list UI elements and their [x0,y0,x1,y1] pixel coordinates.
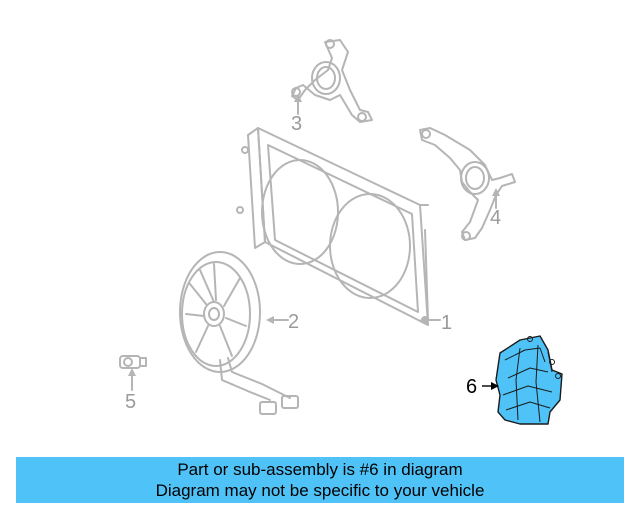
info-banner: Part or sub-assembly is #6 in diagram Di… [16,457,624,503]
callout-5: 5 [125,391,137,413]
callout-4: 4 [490,207,502,229]
banner-line-2: Diagram may not be specific to your vehi… [155,481,485,500]
parts-diagram [119,39,563,425]
fan-part-2 [179,251,299,415]
callout-3: 3 [291,113,303,135]
callout-2: 2 [288,311,300,333]
bracket-part-3 [291,39,373,123]
bracket-part-4 [419,127,516,241]
sensor-part-5 [119,355,147,369]
banner-line-1: Part or sub-assembly is #6 in diagram [177,460,463,479]
callout-6: 6 [466,376,478,398]
callout-1: 1 [441,312,453,334]
fan-shroud-part-1 [236,127,429,326]
highlighted-part-6 [482,335,563,425]
